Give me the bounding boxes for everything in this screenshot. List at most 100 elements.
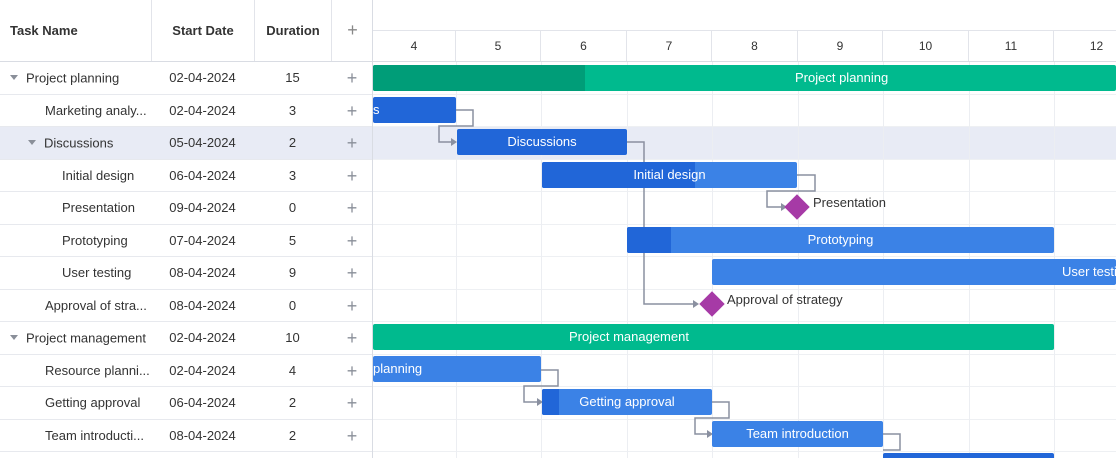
timeline-row bbox=[373, 160, 1116, 192]
task-bar-getting-approval[interactable]: Getting approval bbox=[542, 389, 712, 415]
table-row[interactable]: Prototyping 07-04-2024 5 + bbox=[0, 225, 372, 257]
progress-fill bbox=[542, 389, 559, 415]
progress-fill bbox=[542, 162, 695, 188]
day-cell: 6 bbox=[541, 31, 627, 61]
start-date-cell: 02-04-2024 bbox=[169, 330, 236, 345]
duration-cell: 10 bbox=[285, 330, 300, 345]
start-date-cell: 05-04-2024 bbox=[169, 135, 236, 150]
timeline-row bbox=[373, 290, 1116, 322]
day-cell: 10 bbox=[883, 31, 969, 61]
milestone-label: Presentation bbox=[813, 195, 886, 210]
milestone-label: Approval of strategy bbox=[727, 292, 843, 307]
add-subtask-button[interactable]: + bbox=[346, 100, 358, 121]
day-cell: 7 bbox=[627, 31, 712, 61]
task-name-cell: Team introducti... bbox=[45, 427, 144, 443]
table-row[interactable]: Resource planni... 02-04-2024 4 + bbox=[0, 355, 372, 387]
collapse-caret-icon[interactable] bbox=[10, 75, 18, 81]
add-subtask-button[interactable]: + bbox=[346, 360, 358, 381]
timeline-row bbox=[373, 225, 1116, 257]
day-cell: 4 bbox=[373, 31, 456, 61]
timeline-row bbox=[373, 257, 1116, 290]
task-bar-team-introduction[interactable]: Team introduction bbox=[712, 421, 883, 447]
duration-cell: 4 bbox=[288, 362, 297, 378]
grid-header: Task Name Start Date Duration + bbox=[0, 0, 372, 62]
task-name-cell: Marketing analy... bbox=[45, 102, 147, 118]
start-date-cell: 02-04-2024 bbox=[169, 70, 236, 85]
task-name-cell: Discussions bbox=[0, 127, 150, 159]
add-subtask-button[interactable]: + bbox=[346, 165, 358, 186]
task-name-cell: Resource planni... bbox=[45, 362, 150, 378]
add-subtask-button[interactable]: + bbox=[346, 263, 358, 283]
add-subtask-button[interactable]: + bbox=[346, 295, 358, 316]
timeline-row bbox=[373, 322, 1116, 355]
day-cell: 9 bbox=[798, 31, 883, 61]
task-name-cell: Approval of stra... bbox=[45, 297, 147, 313]
start-date-cell: 02-04-2024 bbox=[169, 102, 236, 118]
table-row[interactable]: Presentation 09-04-2024 0 + bbox=[0, 192, 372, 225]
day-cell: 5 bbox=[456, 31, 541, 61]
table-row-selected[interactable]: Discussions 05-04-2024 2 + bbox=[0, 127, 372, 160]
task-bar-next[interactable] bbox=[883, 453, 1054, 458]
duration-cell: 2 bbox=[288, 135, 297, 150]
add-subtask-button[interactable]: + bbox=[346, 198, 358, 218]
start-date-cell: 02-04-2024 bbox=[169, 362, 236, 378]
column-header-start-date[interactable]: Start Date bbox=[151, 0, 254, 61]
table-row[interactable]: User testing 08-04-2024 9 + bbox=[0, 257, 372, 290]
progress-fill bbox=[627, 227, 671, 253]
start-date-cell: 08-04-2024 bbox=[169, 297, 236, 313]
duration-cell: 9 bbox=[288, 265, 297, 280]
collapse-caret-icon[interactable] bbox=[28, 140, 36, 146]
start-date-cell: 06-04-2024 bbox=[169, 395, 236, 410]
task-bar-marketing-analysis[interactable]: s bbox=[373, 97, 456, 123]
add-subtask-button[interactable]: + bbox=[346, 230, 358, 251]
task-bar-prototyping[interactable]: Prototyping bbox=[627, 227, 1054, 253]
add-subtask-button[interactable]: + bbox=[346, 328, 358, 348]
task-bar-discussions[interactable]: Discussions bbox=[457, 129, 627, 155]
task-name-cell: User testing bbox=[62, 265, 132, 280]
table-row[interactable]: Project management 02-04-2024 10 + bbox=[0, 322, 372, 355]
duration-cell: 0 bbox=[288, 200, 297, 215]
timeline-row bbox=[373, 192, 1116, 225]
timeline-row bbox=[373, 355, 1116, 387]
timeline-scale-days: 4 5 6 7 8 9 10 11 12 bbox=[373, 31, 1116, 62]
table-row[interactable]: Approval of stra... 08-04-2024 0 + bbox=[0, 290, 372, 322]
task-name-cell: Project planning bbox=[0, 62, 150, 94]
duration-cell: 2 bbox=[288, 395, 297, 410]
grid-line bbox=[456, 62, 457, 458]
start-date-cell: 09-04-2024 bbox=[169, 200, 236, 215]
duration-cell: 0 bbox=[288, 297, 297, 313]
table-row[interactable]: Project planning 02-04-2024 15 + bbox=[0, 62, 372, 95]
collapse-caret-icon[interactable] bbox=[10, 335, 18, 341]
task-name-cell: Project management bbox=[0, 322, 150, 354]
table-row[interactable]: Getting approval 06-04-2024 2 + bbox=[0, 387, 372, 420]
column-header-task-name[interactable]: Task Name bbox=[10, 23, 78, 38]
grid-line bbox=[541, 62, 542, 458]
column-header-duration[interactable]: Duration bbox=[254, 0, 331, 61]
timeline-row bbox=[373, 62, 1116, 95]
duration-cell: 3 bbox=[288, 102, 297, 118]
add-subtask-button[interactable]: + bbox=[346, 133, 358, 153]
add-subtask-button[interactable]: + bbox=[346, 425, 358, 446]
duration-cell: 2 bbox=[288, 427, 297, 443]
task-bar-user-testing[interactable]: User testi bbox=[712, 259, 1116, 285]
table-row[interactable]: Team introducti... 08-04-2024 2 + bbox=[0, 420, 372, 452]
start-date-cell: 08-04-2024 bbox=[169, 265, 236, 280]
project-bar-project-planning[interactable]: Project planning bbox=[373, 65, 1116, 91]
table-row[interactable]: Marketing analy... 02-04-2024 3 + bbox=[0, 95, 372, 127]
task-name-cell: Prototyping bbox=[62, 232, 128, 248]
add-task-header-button[interactable]: + bbox=[331, 0, 372, 61]
timeline-scale-top bbox=[373, 0, 1116, 31]
task-bar-resource-planning[interactable]: planning bbox=[373, 356, 541, 382]
start-date-cell: 07-04-2024 bbox=[169, 232, 236, 248]
timeline-row bbox=[373, 387, 1116, 420]
add-subtask-button[interactable]: + bbox=[346, 393, 358, 413]
table-row[interactable]: Initial design 06-04-2024 3 + bbox=[0, 160, 372, 192]
add-subtask-button[interactable]: + bbox=[346, 68, 358, 88]
duration-cell: 15 bbox=[285, 70, 300, 85]
duration-cell: 5 bbox=[288, 232, 297, 248]
project-bar-project-management[interactable]: Project management bbox=[373, 324, 1054, 350]
task-grid: Task Name Start Date Duration + Project … bbox=[0, 0, 373, 458]
task-name-cell: Initial design bbox=[62, 167, 135, 183]
task-bar-initial-design[interactable]: Initial design bbox=[542, 162, 797, 188]
progress-fill bbox=[373, 65, 585, 91]
